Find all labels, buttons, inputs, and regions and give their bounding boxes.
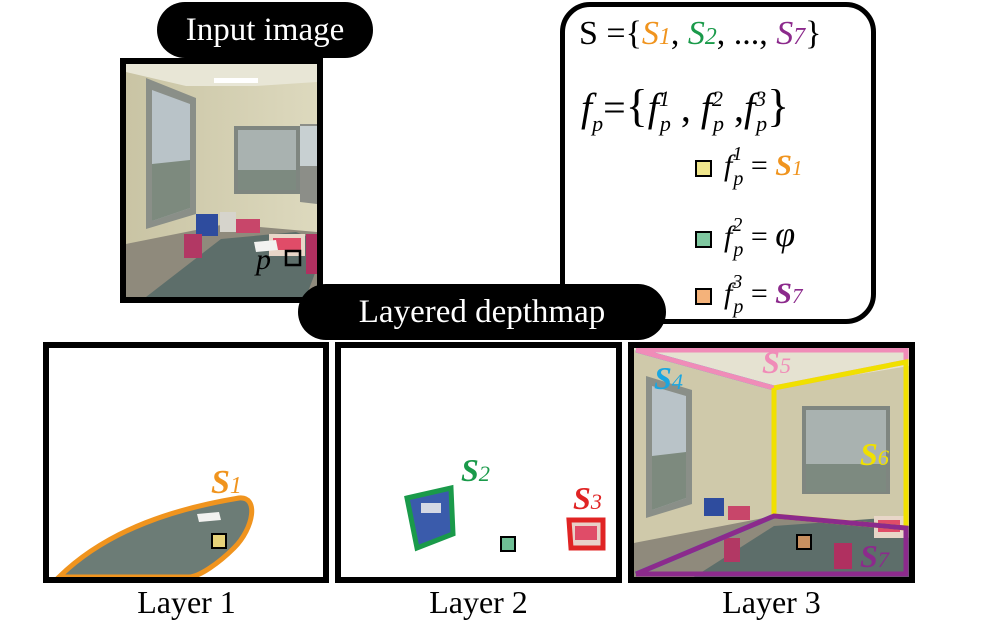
segment-label-s4: S4 (654, 360, 683, 396)
comma: , (724, 85, 745, 130)
assignment-row: f2 p = φ (695, 213, 796, 261)
fp-eq: = (603, 85, 626, 130)
set-item-s2: S2 (687, 15, 717, 52)
layer-1-image (55, 495, 255, 577)
feature-symbol: f (724, 220, 733, 253)
set-open: { (625, 15, 642, 52)
comma: , (670, 85, 701, 130)
feature-symbol: f (724, 277, 733, 310)
layer-2-panel: S2 S3 (335, 342, 622, 583)
fp-symbol: f (581, 85, 593, 130)
fp-item-2: f2p (700, 85, 725, 136)
assignment-value: S1 (775, 149, 803, 182)
layer-3-caption: Layer 3 (722, 584, 821, 620)
fp-item-1-sup: 1 (658, 86, 670, 111)
fp-sub: p (592, 111, 604, 136)
brace-open: { (625, 80, 648, 131)
pixel-marker-layer-1 (211, 533, 227, 549)
input-image-label-text: Input image (185, 11, 345, 48)
feature-pixel-index: p (733, 168, 744, 190)
feature-symbol: f (724, 149, 733, 182)
layer-1-panel: S1 (43, 342, 329, 583)
assignment-value: φ (775, 214, 796, 254)
fp-item-2-sub: p (713, 111, 725, 136)
fp-item-2-sup: 2 (712, 86, 724, 111)
input-image-label: Input image (157, 2, 373, 58)
space (768, 15, 777, 52)
feature-layer-index: 3 (732, 271, 743, 293)
feature-set: fp={f1p , f2p ,f3p} (581, 79, 790, 136)
equals-sign: = (743, 277, 776, 310)
equals-sign: = (743, 220, 776, 253)
segment-s7-outline (635, 513, 909, 577)
set-item-s1: S1 (641, 15, 671, 52)
pixel-label: p (254, 243, 271, 276)
fp-item-3: f3p (744, 85, 768, 136)
segment-s2-region (404, 484, 456, 552)
equals-sign: = (743, 149, 776, 182)
fp-item-3-sup: 3 (755, 86, 767, 111)
formula-box: S ={S1, S2, ..., S7} fp={f1p , f2p ,f3p}… (560, 2, 876, 324)
set-item-s7: S7 (776, 15, 806, 52)
legend-square (695, 287, 712, 305)
comma: , (670, 15, 688, 52)
segment-label-s2: S2 (461, 452, 490, 488)
layer-3-image (634, 348, 909, 577)
comma: , (716, 15, 734, 52)
fp-item-1-sub: p (659, 111, 671, 136)
feature-pixel-index: p (733, 239, 744, 261)
assignment-value: S7 (775, 277, 803, 310)
feature-pixel-index: p (733, 296, 744, 318)
layered-depthmap-label-text: Layered depthmap (358, 293, 606, 330)
assignment-row: f3 p = S7 (695, 271, 803, 318)
segment-label-s3: S3 (573, 480, 602, 516)
brace-close: } (767, 80, 790, 131)
segment-label-s5: S5 (762, 344, 791, 380)
pixel-marker-layer-2 (500, 536, 516, 552)
segment-label-s1: S1 (211, 464, 242, 501)
layer-3-panel: S4 S5 S6 S7 (628, 342, 915, 583)
segment-label-s6: S6 (860, 436, 889, 472)
legend-square (695, 159, 712, 177)
feature-layer-index: 2 (732, 214, 743, 236)
set-lhs: S = (579, 15, 626, 52)
layer-1-caption: Layer 1 (137, 584, 236, 620)
pixel-marker (284, 249, 302, 267)
fp-item-1: f1p (647, 85, 671, 136)
feature-layer-index: 1 (732, 143, 743, 165)
layer-2-image (404, 484, 606, 552)
layer-2-caption: Layer 2 (429, 584, 528, 620)
pixel-marker-layer-3 (796, 534, 812, 550)
legend-square (695, 230, 712, 248)
segment-label-s7: S7 (860, 538, 889, 574)
input-image: p (120, 58, 323, 303)
room-photo: p (126, 64, 317, 297)
set-ellipsis: ..., (733, 15, 768, 52)
layered-depthmap-label: Layered depthmap (298, 284, 666, 340)
set-close: } (805, 15, 822, 52)
assignment-row: f1 p = S1 (695, 143, 803, 190)
segment-set: S ={S1, S2, ..., S7} (579, 15, 821, 53)
fp-item-3-sub: p (756, 111, 768, 136)
